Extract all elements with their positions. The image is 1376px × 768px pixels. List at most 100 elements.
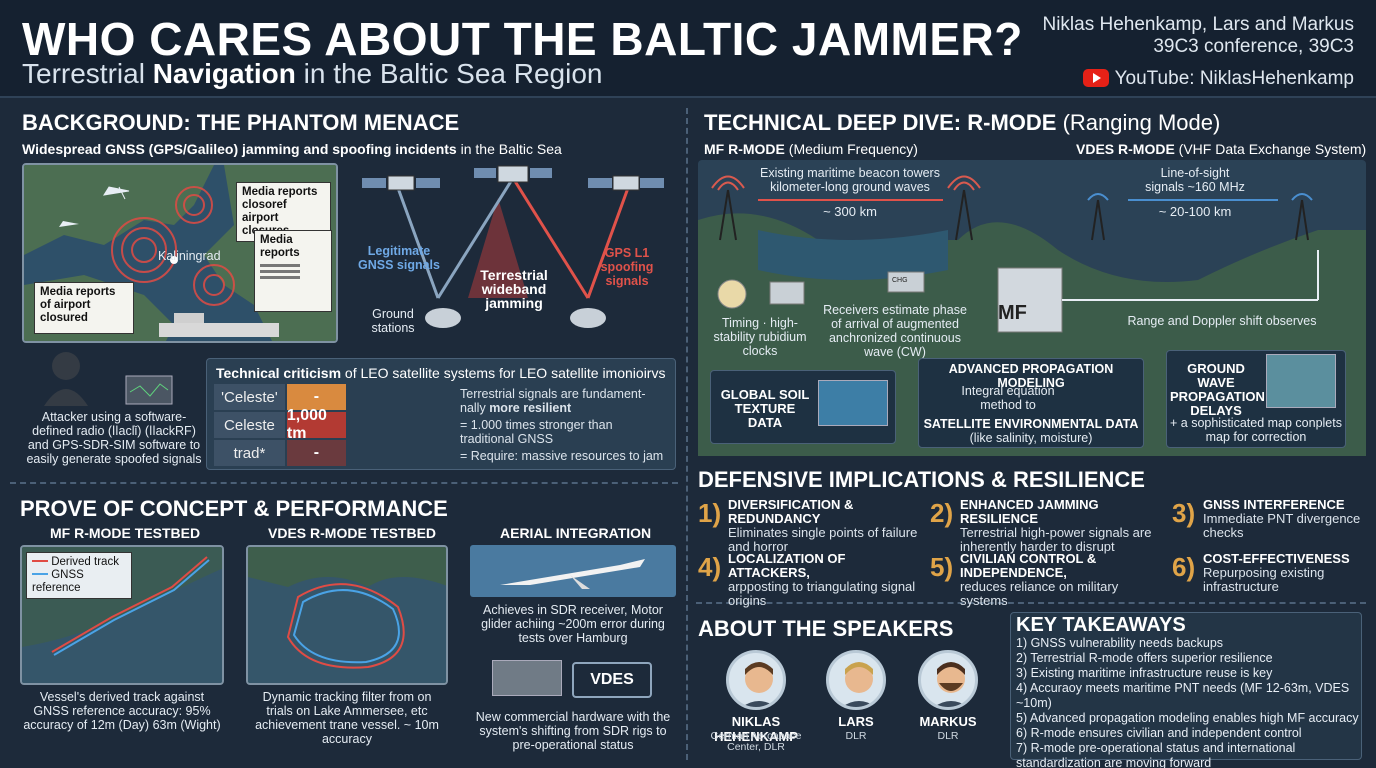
youtube-link[interactable]: YouTube: NiklasHehenkamp [1082, 68, 1354, 90]
speaker-avatar [918, 650, 978, 710]
soil-title: GLOBAL SOIL TEXTURE DATA [720, 387, 810, 430]
mf-range: ~ 300 km [823, 204, 877, 219]
takeaways-list: 1) GNSS vulnerability needs backups 2) T… [1016, 636, 1360, 768]
criticism-note-1: Terrestrial signals are fundament-nally … [460, 387, 646, 415]
row-divider-right [696, 602, 1366, 604]
receiver-label: CHG [892, 277, 908, 284]
takeaway-item: 4) Accuraoy meets maritime PNT needs (MF… [1016, 681, 1350, 710]
criticism-note-3: = Require: massive resources to jam [460, 449, 664, 463]
legit-signals-label: Legitimate GNSS signals [358, 244, 440, 272]
technical-title: TECHNICAL DEEP DIVE: R-MODE (Ranging Mod… [704, 110, 1221, 135]
receivers-text: Receivers estimate phase of arrival of a… [823, 303, 967, 359]
row-name: trad* [214, 440, 285, 466]
vdes-los-text: Line-of-sight signals ~160 MHz [1145, 166, 1245, 194]
defense-num-1: 1) [698, 498, 722, 528]
map-note-3: Media reports of airport closured [34, 282, 134, 334]
speaker-affiliation: DLR [845, 730, 867, 742]
youtube-icon [1082, 69, 1109, 87]
groundwave-title: GROUND WAVE PROPAGATION DELAYS [1170, 361, 1265, 418]
groundwave-map [1266, 354, 1336, 408]
satellite-env-title: SATELLITE ENVIRONMENTAL DATA [923, 417, 1139, 431]
takeaway-item: 7) R-mode pre-operational status and int… [1016, 741, 1296, 768]
defense-item-4: LOCALIZATION OF ATTACKERS,arpposting to … [728, 551, 916, 608]
map-city-label: Kaliningrad [158, 249, 221, 263]
takeaways-title: KEY TAKEAWAYS [1016, 614, 1186, 636]
background-title: BACKGROUND: THE PHANTOM MENACE [22, 110, 460, 135]
aerial-title: AERIAL INTEGRATION [500, 525, 652, 541]
takeaway-item: 5) Advanced propagation modeling enables… [1016, 711, 1359, 725]
propagation-text: Integral equation method to [961, 384, 1055, 412]
vdes-caption: Dynamic tracking filter from on trials o… [255, 690, 439, 746]
satellite-env-sub: (like salinity, moisture) [969, 431, 1093, 445]
criticism-row: 'Celeste'- [214, 384, 346, 410]
takeaway-item: 2) Terrestrial R-mode offers superior re… [1016, 651, 1273, 665]
vdes-range: ~ 20-100 km [1158, 204, 1232, 219]
ground-stations-label: Ground stations [371, 307, 415, 335]
proof-title: PROVE OF CONCEPT & PERFORMANCE [20, 496, 448, 521]
glider-icon [500, 559, 645, 589]
takeaways-panel [1010, 612, 1362, 760]
defense-num-4: 4) [698, 552, 722, 582]
range-doppler-text: Range and Doppler shift observes [1127, 314, 1317, 328]
attacker-graphic [44, 352, 173, 406]
row-value: - [286, 440, 346, 466]
mf-box-label: MF [998, 302, 1027, 324]
header-bar [0, 0, 1376, 98]
takeaway-item: 6) R-mode ensures civilian and independe… [1016, 726, 1302, 740]
speaker-avatar [826, 650, 886, 710]
aerial-caption: Achieves in SDR receiver, Motor glider a… [481, 603, 665, 645]
speaker-name: NIKLAS HEHENKAMP [714, 714, 798, 744]
mf-testbed-title: MF R-MODE TESTBED [50, 525, 201, 541]
mf-towers-text: Existing maritime beacon towers kilomete… [760, 166, 940, 194]
vdes-rmode-head: VDES R-MODE (VHF Data Exchange System) [1076, 141, 1367, 157]
takeaway-item: 3) Existing maritime infrastructure reus… [1016, 666, 1273, 680]
criticism-title: Technical criticism of LEO satellite sys… [216, 365, 666, 381]
vdes-badge: VDES [572, 662, 652, 698]
row-name: Celeste [214, 412, 285, 438]
defensive-title: DEFENSIVE IMPLICATIONS & RESILIENCE [698, 467, 1145, 492]
takeaway-item: 1) GNSS vulnerability needs backups [1016, 636, 1224, 650]
speaker-name: MARKUS [919, 714, 977, 729]
spoofing-label: GPS L1 spoofing signals [600, 246, 654, 288]
jamming-label: Terrestrial wideband jamming [480, 267, 548, 311]
vdes-testbed-map [246, 545, 448, 685]
background-subtitle: Widespread GNSS (GPS/Galileo) jamming an… [22, 141, 562, 157]
page-subtitle: Terrestrial Navigation in the Baltic Sea… [22, 58, 603, 89]
vdes-track-graphic [248, 547, 446, 683]
defense-num-5: 5) [930, 552, 954, 582]
defense-num-2: 2) [930, 498, 954, 528]
soil-map [818, 380, 888, 426]
row-name: 'Celeste' [214, 384, 285, 410]
speaker-affiliation: DLR [937, 730, 959, 742]
criticism-note-2: = 1.000 times stronger than traditional … [460, 418, 613, 446]
column-divider [686, 108, 688, 760]
page-title: WHO CARES ABOUT THE BALTIC JAMMER? [22, 13, 1023, 65]
row-divider [10, 482, 678, 484]
criticism-row: trad*- [214, 440, 346, 466]
speaker-avatar [726, 650, 786, 710]
glider-image [470, 545, 676, 597]
row-value: - [286, 384, 346, 410]
groundwave-text: + a sophisticated map conplets map for c… [1170, 416, 1342, 444]
vdes-testbed-title: VDES R-MODE TESTBED [268, 525, 437, 541]
propagation-panel [918, 358, 1144, 448]
timing-text: Timing · high-stability rubidium clocks [713, 316, 807, 358]
propagation-title: ADVANCED PROPAGATION MODELING [948, 362, 1114, 390]
hardware-icon [492, 660, 562, 696]
row-value: 1,000 tm [286, 407, 346, 442]
mf-legend: Derived track GNSS reference [26, 552, 132, 599]
defense-item-5: CIVILIAN CONTROL & INDEPENDENCE,reduces … [960, 551, 1119, 608]
hardware-caption: New commercial hardware with the system'… [475, 710, 671, 752]
mf-rmode-head: MF R-MODE (Medium Frequency) [704, 141, 918, 157]
defense-num-6: 6) [1172, 552, 1196, 582]
attacker-text: Attacker using a software-defined radio … [26, 410, 202, 466]
map-note-2: Media reports [254, 230, 332, 312]
speaker-name: LARS [838, 714, 874, 729]
